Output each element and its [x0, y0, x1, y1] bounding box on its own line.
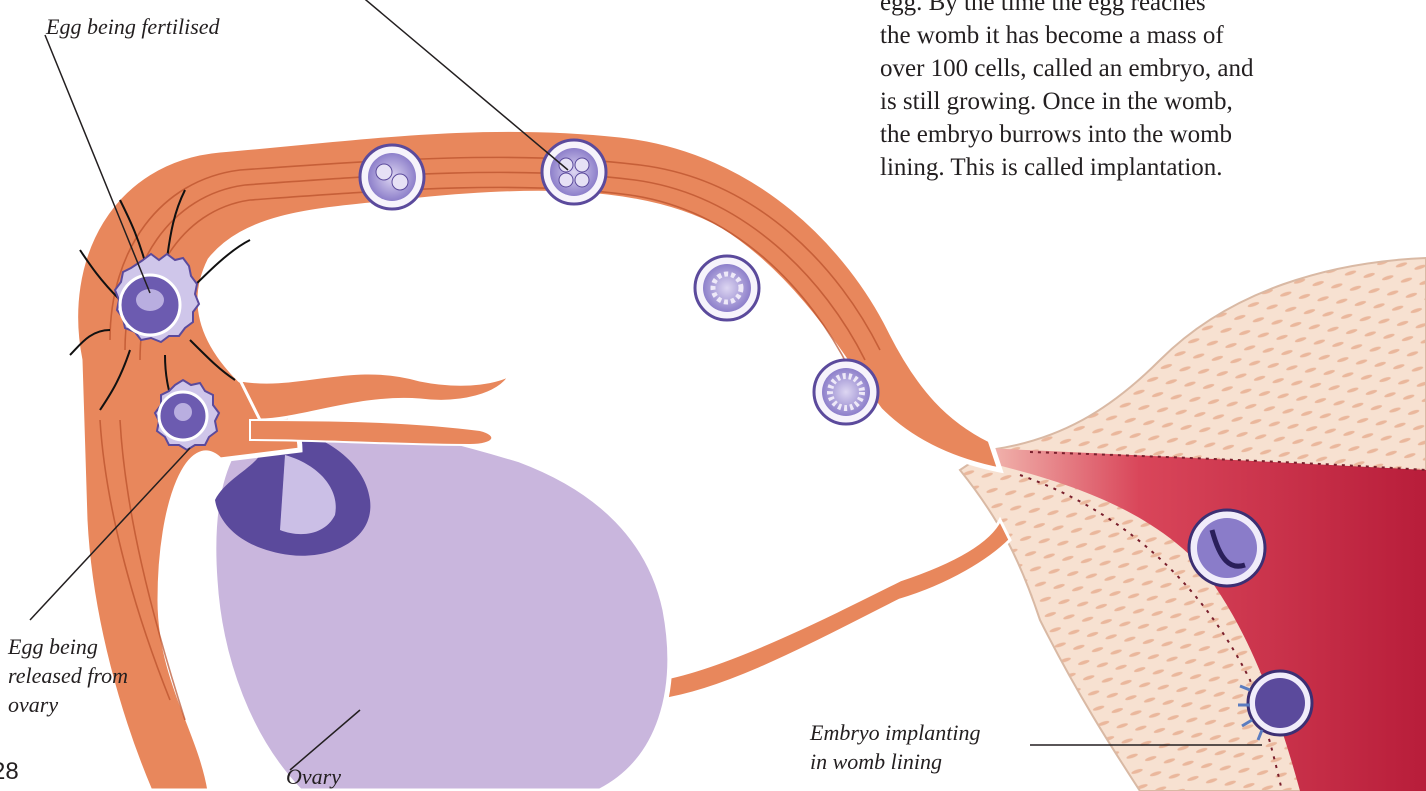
- body-line-2: the womb it has become a mass of: [880, 19, 1420, 52]
- body-line-1: egg. By the time the egg reaches: [880, 0, 1420, 19]
- cell-four: [542, 140, 606, 204]
- body-paragraph: egg. By the time the egg reaches the wom…: [880, 0, 1420, 184]
- cell-two: [360, 145, 424, 209]
- label-egg-fertilised: Egg being fertilised: [46, 12, 220, 41]
- body-line-4: is still growing. Once in the womb,: [880, 85, 1420, 118]
- body-line-5: the embryo burrows into the womb: [880, 118, 1420, 151]
- label-embryo-line-1: Embryo implanting: [810, 718, 981, 747]
- page-number: 28: [0, 758, 19, 786]
- ovarian-ligament: [655, 520, 1010, 700]
- label-egg-released-line-2: released from: [8, 661, 128, 690]
- cell-morula: [814, 360, 878, 424]
- cell-eight: [695, 256, 759, 320]
- label-egg-released: Egg being released from ovary: [8, 632, 128, 719]
- label-egg-released-line-1: Egg being: [8, 632, 128, 661]
- body-line-3: over 100 cells, called an embryo, and: [880, 52, 1420, 85]
- label-embryo-line-2: in womb lining: [810, 747, 981, 776]
- body-line-6: lining. This is called implantation.: [880, 151, 1420, 184]
- label-embryo-implanting: Embryo implanting in womb lining: [810, 718, 981, 776]
- fimbriae: [240, 373, 510, 420]
- label-egg-released-line-3: ovary: [8, 690, 128, 719]
- embryo-in-womb: [1189, 510, 1265, 586]
- label-ovary: Ovary: [286, 762, 341, 791]
